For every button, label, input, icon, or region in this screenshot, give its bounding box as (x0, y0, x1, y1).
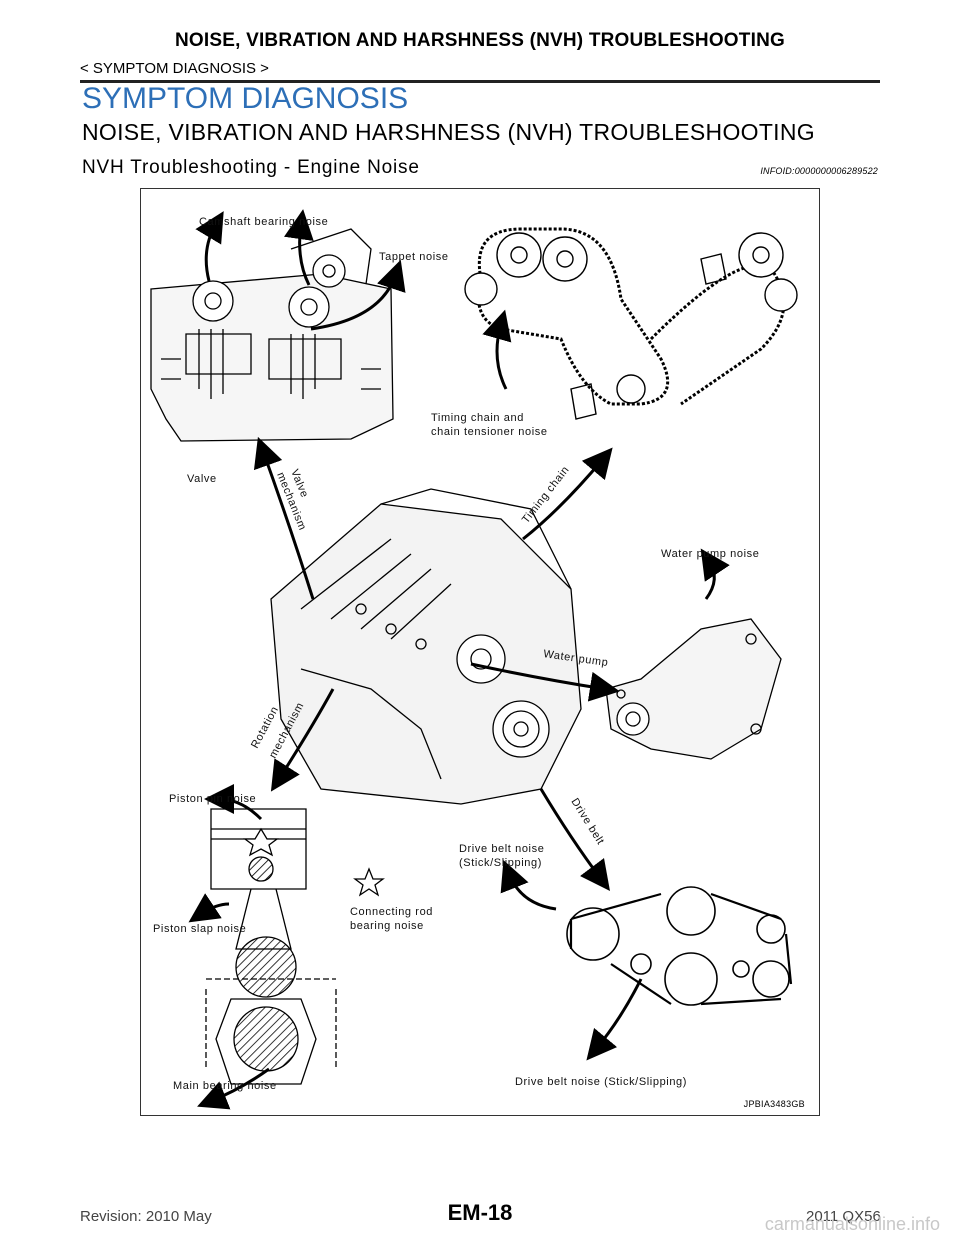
timing-chain-illustration (464, 227, 798, 420)
label-water-pump-noise: Water pump noise (661, 548, 759, 560)
topic-title: NVH Troubleshooting - Engine Noise (82, 157, 420, 178)
label-piston-pin: Piston pin noise (169, 793, 256, 805)
engine-block-illustration (270, 488, 582, 805)
label-camshaft-bearing: Camshaft bearing noise (199, 216, 328, 228)
page-number: EM-18 (447, 1200, 513, 1225)
label-drive-belt-bottom: Drive belt noise (Stick/Slipping) (515, 1076, 687, 1088)
section-title: SYMPTOM DIAGNOSIS (82, 82, 409, 115)
drive-belt-illustration (566, 886, 793, 1006)
subsection-title: NOISE, VIBRATION AND HARSHNESS (NVH) TRO… (82, 119, 815, 145)
label-main-bearing: Main bearing noise (173, 1080, 277, 1092)
water-pump-illustration (605, 618, 782, 760)
label-valve: Valve (187, 473, 217, 485)
footer-revision: Revision: 2010 May (80, 1208, 212, 1225)
label-timing-chain: Timing chain (520, 464, 572, 526)
figure-code: JPBIA3483GB (743, 1099, 805, 1109)
label-con-rod-2: bearing noise (350, 920, 424, 932)
label-con-rod-1: Connecting rod (350, 906, 433, 918)
piston-illustration (205, 808, 385, 1085)
running-title: NOISE, VIBRATION AND HARSHNESS (NVH) TRO… (175, 30, 785, 51)
label-drive-belt-noise-1: Drive belt noise (459, 843, 544, 855)
engine-noise-figure: Camshaft bearing noise Tappet noise Timi… (140, 188, 820, 1116)
label-tappet: Tappet noise (379, 251, 449, 263)
callout-arrows (188, 209, 730, 1110)
label-piston-slap: Piston slap noise (153, 923, 246, 935)
breadcrumb: < SYMPTOM DIAGNOSIS > (80, 60, 269, 77)
label-timing-chain-noise-1: Timing chain and (431, 412, 524, 424)
footer-model: 2011 QX56 (806, 1208, 881, 1225)
label-drive-belt-noise-2: (Stick/Slipping) (459, 857, 542, 869)
label-timing-chain-noise-2: chain tensioner noise (431, 426, 548, 438)
info-id: INFOID:0000000006289522 (760, 166, 878, 176)
header-rule (80, 80, 880, 83)
watermark: carmanualsonline.info (764, 1214, 940, 1234)
engine-noise-diagram: Camshaft bearing noise Tappet noise Timi… (150, 209, 798, 1110)
cylinder-head-illustration (150, 228, 394, 442)
